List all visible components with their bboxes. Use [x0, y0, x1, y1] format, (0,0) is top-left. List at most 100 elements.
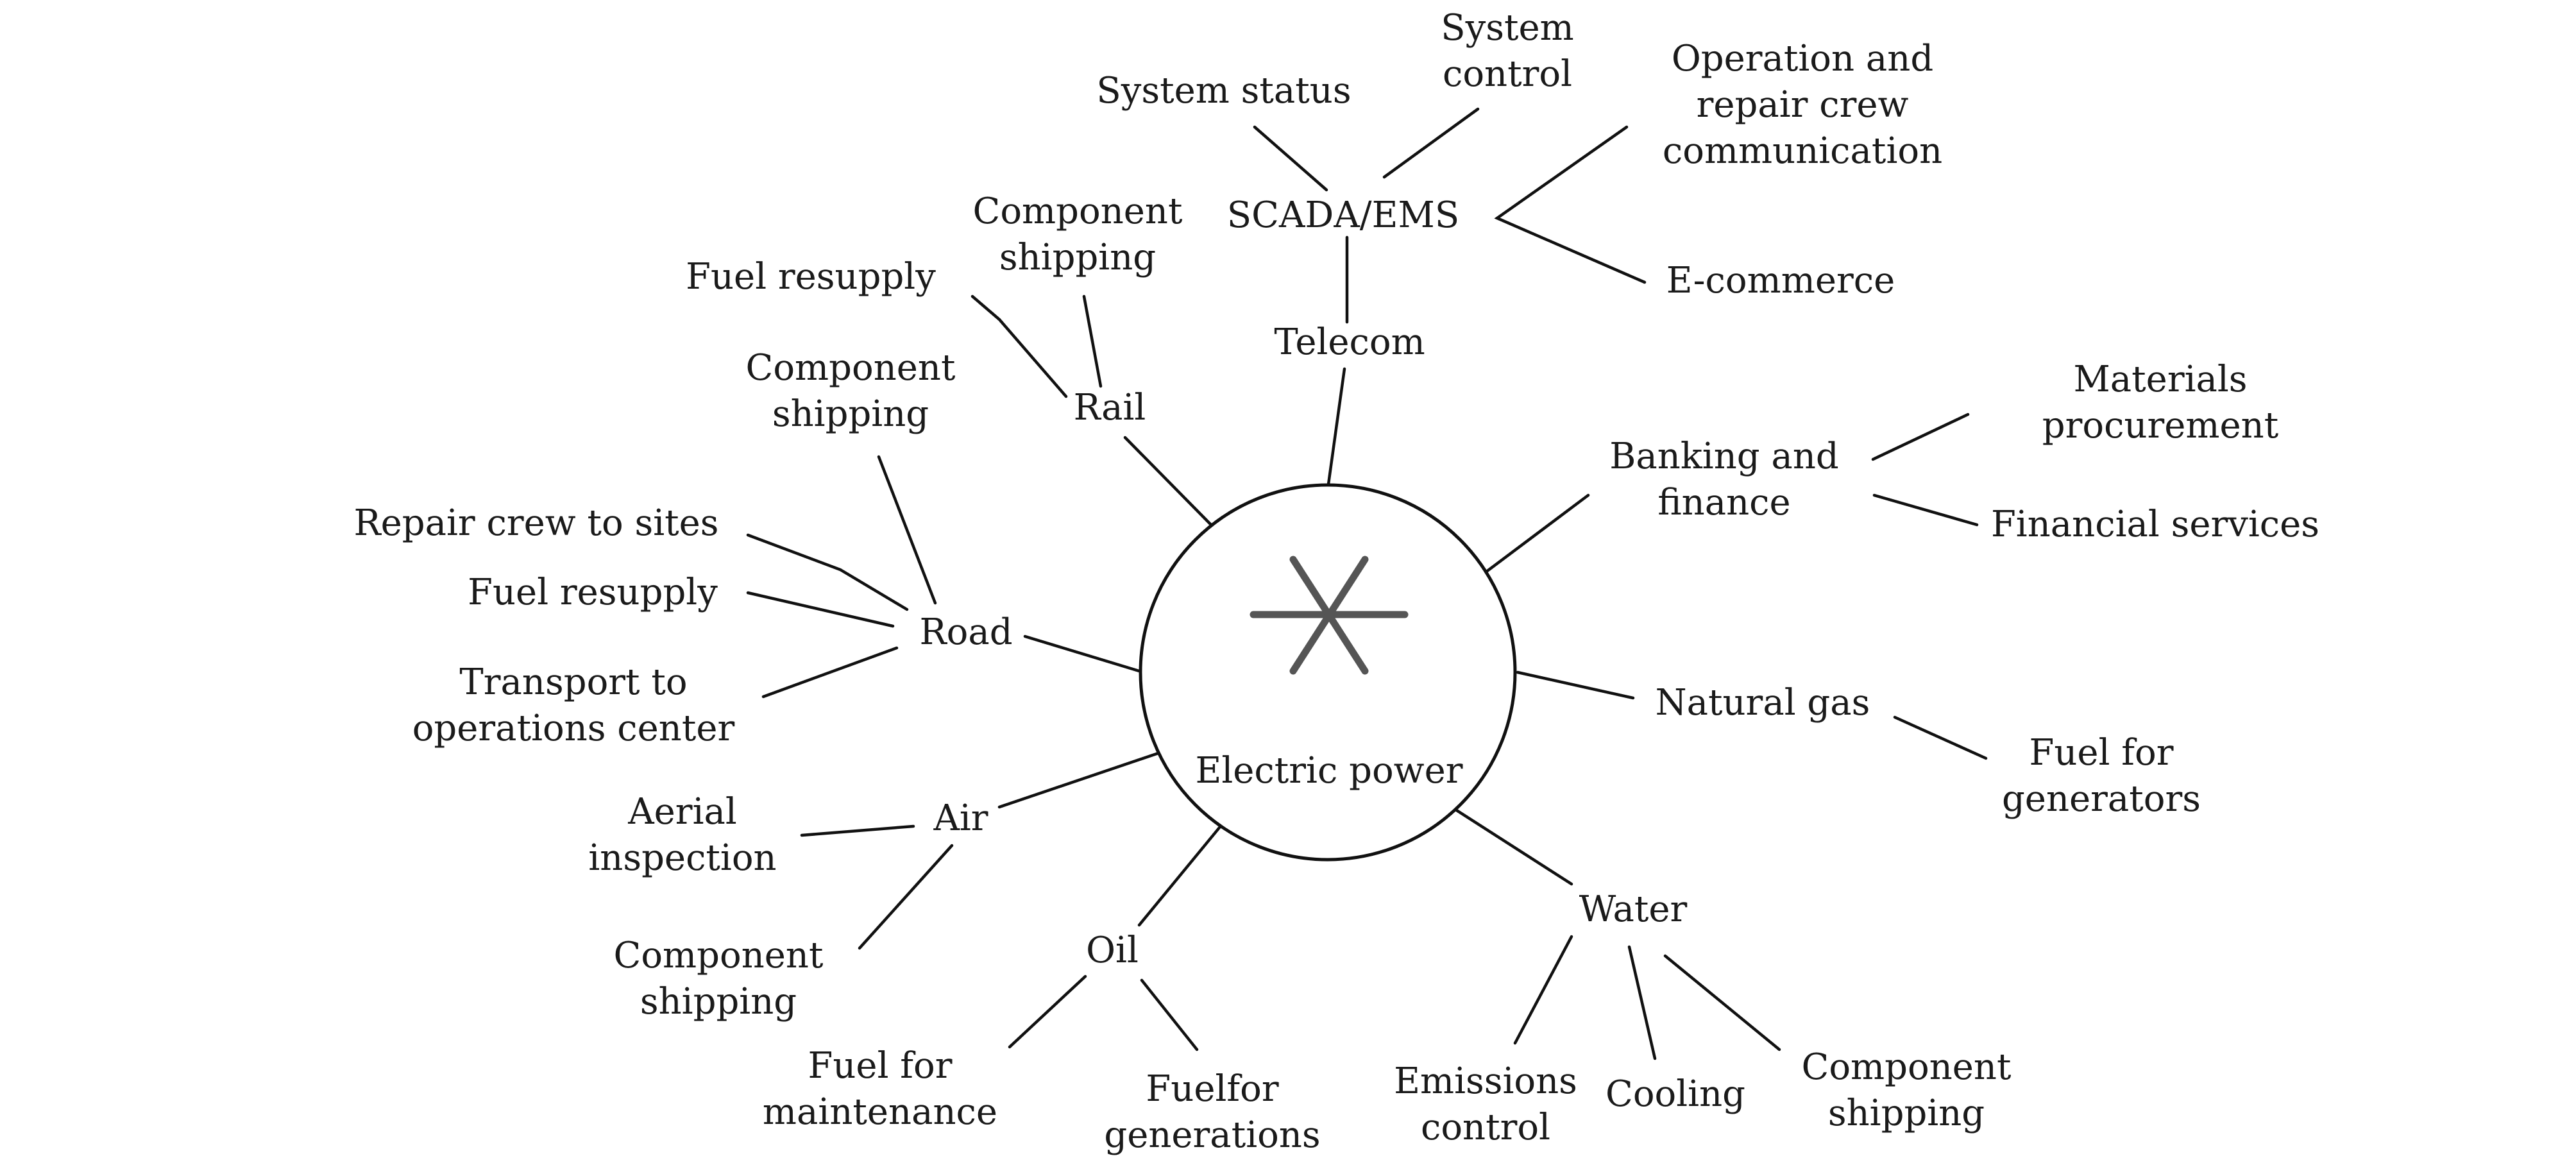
node-cooling-line-1: Cooling: [1606, 1073, 1745, 1115]
node-water-component-shipping-line-1: Component: [1801, 1046, 2012, 1088]
edge-scada-crewcomm: [1494, 125, 1647, 284]
edge-water-cooling: [1627, 945, 1657, 1060]
node-aerial-inspection-line-2: inspection: [588, 837, 776, 879]
node-telecom-line-1: Telecom: [1274, 321, 1425, 363]
node-system-control-line-1: System: [1441, 7, 1573, 49]
node-crew-communication-line-1: Operation and: [1672, 38, 1933, 80]
edge-power-banking: [1484, 493, 1590, 574]
node-system-status-line-1: System status: [1096, 70, 1351, 112]
node-road-component-shipping-line-1: Component: [745, 347, 956, 389]
electric-power-asterisk-icon: [1250, 556, 1409, 675]
edge-road-fuel: [746, 591, 895, 628]
node-road-fuel-resupply-line-1: Fuel resupply: [468, 572, 718, 613]
edge-water-emissions: [1513, 935, 1573, 1045]
node-air-component-shipping-line-2: shipping: [640, 981, 797, 1023]
edge-banking-materials: [1871, 412, 1970, 461]
node-natural-gas: Natural gas: [1656, 682, 1870, 724]
node-fuel-for-maintenance-line-1: Fuel for: [808, 1045, 953, 1087]
edge-scada-control: [1382, 107, 1480, 179]
node-rail-component-shipping-line-1: Component: [972, 191, 1183, 232]
node-telecom: Telecom: [1274, 321, 1425, 363]
node-air: Air: [933, 797, 988, 839]
node-air-component-shipping: Component shipping: [613, 935, 824, 1023]
edge-air-aerial: [800, 824, 915, 837]
node-financial-services: Financial services: [1991, 504, 2319, 545]
node-crew-communication-line-2: repair crew: [1697, 84, 1909, 126]
node-fuel-for-generators-line-1: Fuel for: [2029, 732, 2174, 774]
node-road-component-shipping-line-2: shipping: [772, 393, 929, 435]
node-fuel-for-generators-line-2: generators: [2002, 778, 2201, 820]
edge-road-repair: [746, 533, 909, 611]
node-road-fuel-resupply: Fuel resupply: [468, 572, 718, 613]
node-rail-line-1: Rail: [1074, 387, 1146, 429]
node-materials-procurement-line-1: Materials: [2073, 359, 2247, 400]
edge-power-rail: [1123, 436, 1214, 528]
node-water-line-1: Water: [1579, 889, 1688, 930]
node-water-component-shipping-line-2: shipping: [1828, 1093, 1985, 1134]
electric-power-circle: [1139, 483, 1517, 862]
edge-power-naturalgas: [1516, 670, 1635, 700]
node-emissions-control-line-1: Emissions: [1394, 1060, 1577, 1102]
node-air-component-shipping-line-1: Component: [613, 935, 824, 976]
node-rail-component-shipping-line-2: shipping: [999, 237, 1156, 278]
node-natural-gas-line-1: Natural gas: [1656, 682, 1870, 724]
edge-power-air: [997, 751, 1160, 809]
node-road: Road: [919, 611, 1012, 653]
edge-power-water: [1452, 806, 1573, 886]
node-fuelfor-generations-line-2: generations: [1104, 1114, 1320, 1156]
node-banking-finance-line-1: Banking and: [1609, 436, 1838, 477]
node-system-control-line-2: control: [1443, 53, 1572, 95]
node-materials-procurement: Materials procurement: [2042, 359, 2279, 446]
edge-banking-financial: [1872, 493, 1979, 527]
node-rail-fuel-resupply-line-1: Fuel resupply: [686, 256, 936, 298]
node-rail-component-shipping: Component shipping: [972, 191, 1183, 278]
node-oil: Oil: [1086, 930, 1139, 971]
node-water: Water: [1579, 889, 1688, 930]
edge-air-comp: [858, 844, 954, 950]
electric-power-hub: Electric power: [1139, 483, 1517, 862]
edge-scada-status: [1253, 125, 1328, 192]
edge-naturalgas-fuelgen: [1893, 715, 1988, 760]
node-repair-crew-to-sites: Repair crew to sites: [353, 502, 718, 544]
node-banking-finance-line-2: finance: [1657, 482, 1790, 523]
node-repair-crew-to-sites-line-1: Repair crew to sites: [353, 502, 718, 544]
edge-power-oil: [1137, 822, 1224, 927]
node-scada-ems-line-1: SCADA/EMS: [1227, 194, 1459, 236]
node-oil-line-1: Oil: [1086, 930, 1139, 971]
node-aerial-inspection-line-1: Aerial: [627, 791, 737, 833]
node-fuelfor-generations-line-1: Fuelfor: [1146, 1068, 1278, 1110]
edge-power-road: [1023, 634, 1141, 673]
node-air-line-1: Air: [933, 797, 988, 839]
electric-power-label: Electric power: [1195, 750, 1462, 792]
node-system-status: System status: [1096, 70, 1351, 112]
node-ecommerce: E-commerce: [1666, 260, 1895, 302]
node-cooling: Cooling: [1606, 1073, 1745, 1115]
node-transport-to-operations-center-line-2: operations center: [412, 708, 735, 749]
edge-power-telecom: [1326, 367, 1346, 491]
node-ecommerce-line-1: E-commerce: [1666, 260, 1895, 302]
connectors: [746, 107, 1988, 1060]
node-crew-communication-line-3: communication: [1663, 130, 1942, 172]
edge-rail-comp: [1082, 294, 1103, 388]
node-scada-ems: SCADA/EMS: [1227, 194, 1459, 236]
edge-road-comp: [877, 455, 937, 605]
node-fuel-for-maintenance-line-2: maintenance: [763, 1091, 997, 1133]
edge-rail-fuel: [970, 294, 1068, 398]
node-water-component-shipping: Component shipping: [1801, 1046, 2012, 1134]
node-materials-procurement-line-2: procurement: [2042, 405, 2279, 446]
node-rail: Rail: [1074, 387, 1146, 429]
node-road-line-1: Road: [919, 611, 1012, 653]
edge-oil-fuelfor: [1140, 978, 1199, 1051]
node-financial-services-line-1: Financial services: [1991, 504, 2319, 545]
edge-road-transport: [761, 646, 899, 699]
